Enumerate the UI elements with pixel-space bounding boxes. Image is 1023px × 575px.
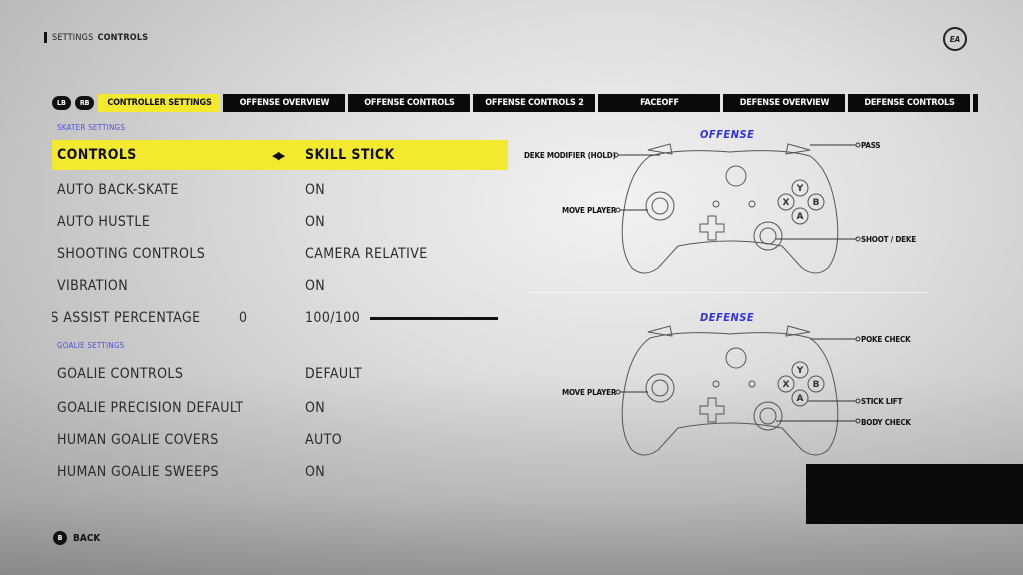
setting-value: ON [305, 214, 326, 230]
setting-label: AUTO HUSTLE [57, 214, 151, 230]
setting-row-goalie-precision[interactable]: GOALIE PRECISION DEFAULT ON [52, 393, 508, 423]
tab-controller-settings[interactable]: CONTROLLER SETTINGS [98, 94, 221, 112]
tab-defense-controls[interactable]: DEFENSE CONTROLS [848, 94, 971, 112]
setting-label: VIBRATION [57, 278, 129, 294]
setting-value: ON [305, 182, 326, 198]
breadcrumb-prefix: SETTINGS [52, 32, 94, 43]
tab-defense-overview[interactable]: DEFENSE OVERVIEW [723, 94, 846, 112]
callout-deke-modifier: DEKE MODIFIER (HOLD) [524, 151, 616, 160]
defense-title: DEFENSE [700, 311, 755, 324]
setting-value: 100/100 [305, 310, 361, 326]
setting-label: AUTO BACK-SKATE [57, 182, 179, 198]
setting-value: ON [305, 464, 326, 480]
goalie-settings-heading: GOALIE SETTINGS [57, 341, 125, 350]
callout-poke-check: POKE CHECK [861, 335, 911, 344]
setting-label: SHOOTING CONTROLS [57, 246, 206, 262]
setting-row-shooting-controls[interactable]: SHOOTING CONTROLS CAMERA RELATIVE [52, 239, 508, 269]
setting-value: DEFAULT [305, 366, 363, 382]
breadcrumb: SETTINGS CONTROLS [44, 32, 148, 43]
skater-settings-heading: SKATER SETTINGS [57, 123, 126, 132]
a-button-icon: A [797, 394, 804, 404]
tab-overflow[interactable] [973, 94, 979, 112]
setting-label: HUMAN GOALIE SWEEPS [57, 464, 219, 480]
setting-row-goalie-sweeps[interactable]: HUMAN GOALIE SWEEPS ON [52, 457, 508, 487]
setting-label: GOALIE PRECISION DEFAULT [57, 400, 244, 416]
a-button-icon: A [797, 212, 804, 222]
offense-title: OFFENSE [700, 128, 755, 141]
x-button-icon: X [783, 198, 790, 208]
b-face-button-icon: B [813, 380, 820, 390]
redacted-overlay [806, 464, 1023, 524]
callout-move-player: MOVE PLAYER [562, 206, 617, 215]
back-button[interactable]: B BACK [53, 531, 100, 545]
tab-offense-controls[interactable]: OFFENSE CONTROLS [348, 94, 471, 112]
setting-label: CONTROLS [57, 147, 137, 163]
setting-label: HUMAN GOALIE COVERS [57, 432, 219, 448]
y-button-icon: Y [796, 366, 804, 376]
assist-slider[interactable] [370, 317, 498, 320]
callout-shoot-deke: SHOOT / DEKE [861, 235, 916, 244]
setting-value: ON [305, 400, 326, 416]
slider-min-value: 0 [239, 310, 248, 326]
setting-row-auto-hustle[interactable]: AUTO HUSTLE ON [52, 207, 508, 237]
b-face-button-icon: B [813, 198, 820, 208]
setting-row-assist-percentage[interactable]: SS ASSIST PERCENTAGE 0 100/100 [52, 303, 508, 333]
defense-controller-diagram: Y X B A [615, 325, 861, 456]
x-button-icon: X [783, 380, 790, 390]
breadcrumb-marker [44, 32, 47, 43]
breadcrumb-current: CONTROLS [97, 32, 149, 43]
setting-row-auto-back-skate[interactable]: AUTO BACK-SKATE ON [52, 175, 508, 205]
setting-row-controls[interactable]: CONTROLS ◀▶ SKILL STICK [52, 140, 508, 170]
callout-move-player: MOVE PLAYER [562, 388, 617, 397]
setting-value: ON [305, 278, 326, 294]
tab-offense-overview[interactable]: OFFENSE OVERVIEW [223, 94, 346, 112]
lb-bumper-icon[interactable]: LB [52, 96, 71, 110]
setting-value: SKILL STICK [305, 147, 395, 163]
callout-stick-lift: STICK LIFT [861, 397, 903, 406]
callout-body-check: BODY CHECK [861, 418, 911, 427]
setting-value: AUTO [305, 432, 343, 448]
setting-value: CAMERA RELATIVE [305, 246, 428, 262]
setting-label: SS ASSIST PERCENTAGE [52, 310, 201, 326]
setting-row-goalie-controls[interactable]: GOALIE CONTROLS DEFAULT [52, 359, 508, 389]
setting-label: GOALIE CONTROLS [57, 366, 184, 382]
setting-row-vibration[interactable]: VIBRATION ON [52, 271, 508, 301]
tab-faceoff[interactable]: FACEOFF [598, 94, 721, 112]
ea-logo-icon: EA [943, 27, 967, 51]
tab-offense-controls-2[interactable]: OFFENSE CONTROLS 2 [473, 94, 596, 112]
b-button-icon: B [53, 531, 67, 545]
y-button-icon: Y [796, 184, 804, 194]
setting-row-goalie-covers[interactable]: HUMAN GOALIE COVERS AUTO [52, 425, 508, 455]
tab-bar: LB RB CONTROLLER SETTINGS OFFENSE OVERVI… [52, 94, 981, 112]
left-right-arrows-icon[interactable]: ◀▶ [272, 148, 285, 162]
panel-divider [528, 292, 928, 293]
rb-bumper-icon[interactable]: RB [74, 96, 95, 110]
offense-controller-diagram: Y X B A [613, 142, 861, 274]
back-label: BACK [73, 532, 101, 544]
callout-pass: PASS [861, 141, 881, 150]
